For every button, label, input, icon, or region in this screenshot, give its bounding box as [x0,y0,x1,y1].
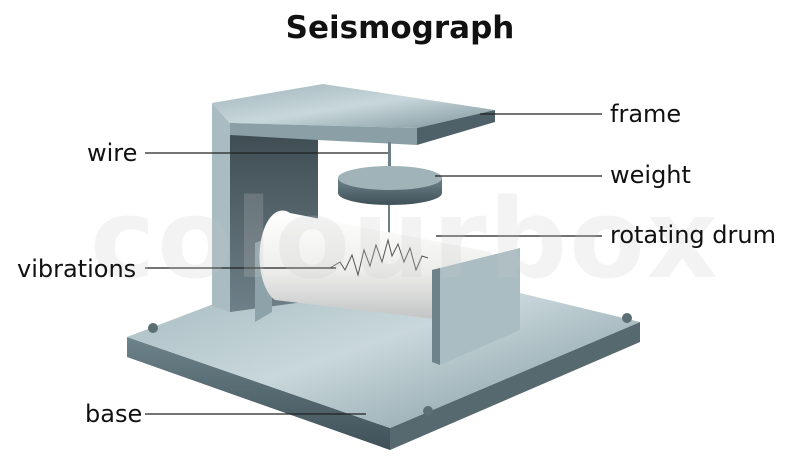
label-weight: weight [610,161,691,189]
stylus [388,205,390,235]
bolt-icon [423,406,433,416]
watermark: colourbox [90,175,720,303]
vibration-trace [329,238,429,277]
wire [388,142,391,172]
label-vibrations: vibrations [17,255,137,283]
label-frame: frame [610,100,682,128]
rotating-drum [255,210,520,365]
label-rotating-drum: rotating drum [610,221,776,249]
weight [338,142,442,235]
diagram-title: Seismograph [285,10,515,46]
leader-lines [145,113,602,415]
label-base: base [85,400,143,428]
bolt-icon [622,313,632,323]
bolt-icon [148,323,158,333]
label-wire: wire [87,139,138,167]
